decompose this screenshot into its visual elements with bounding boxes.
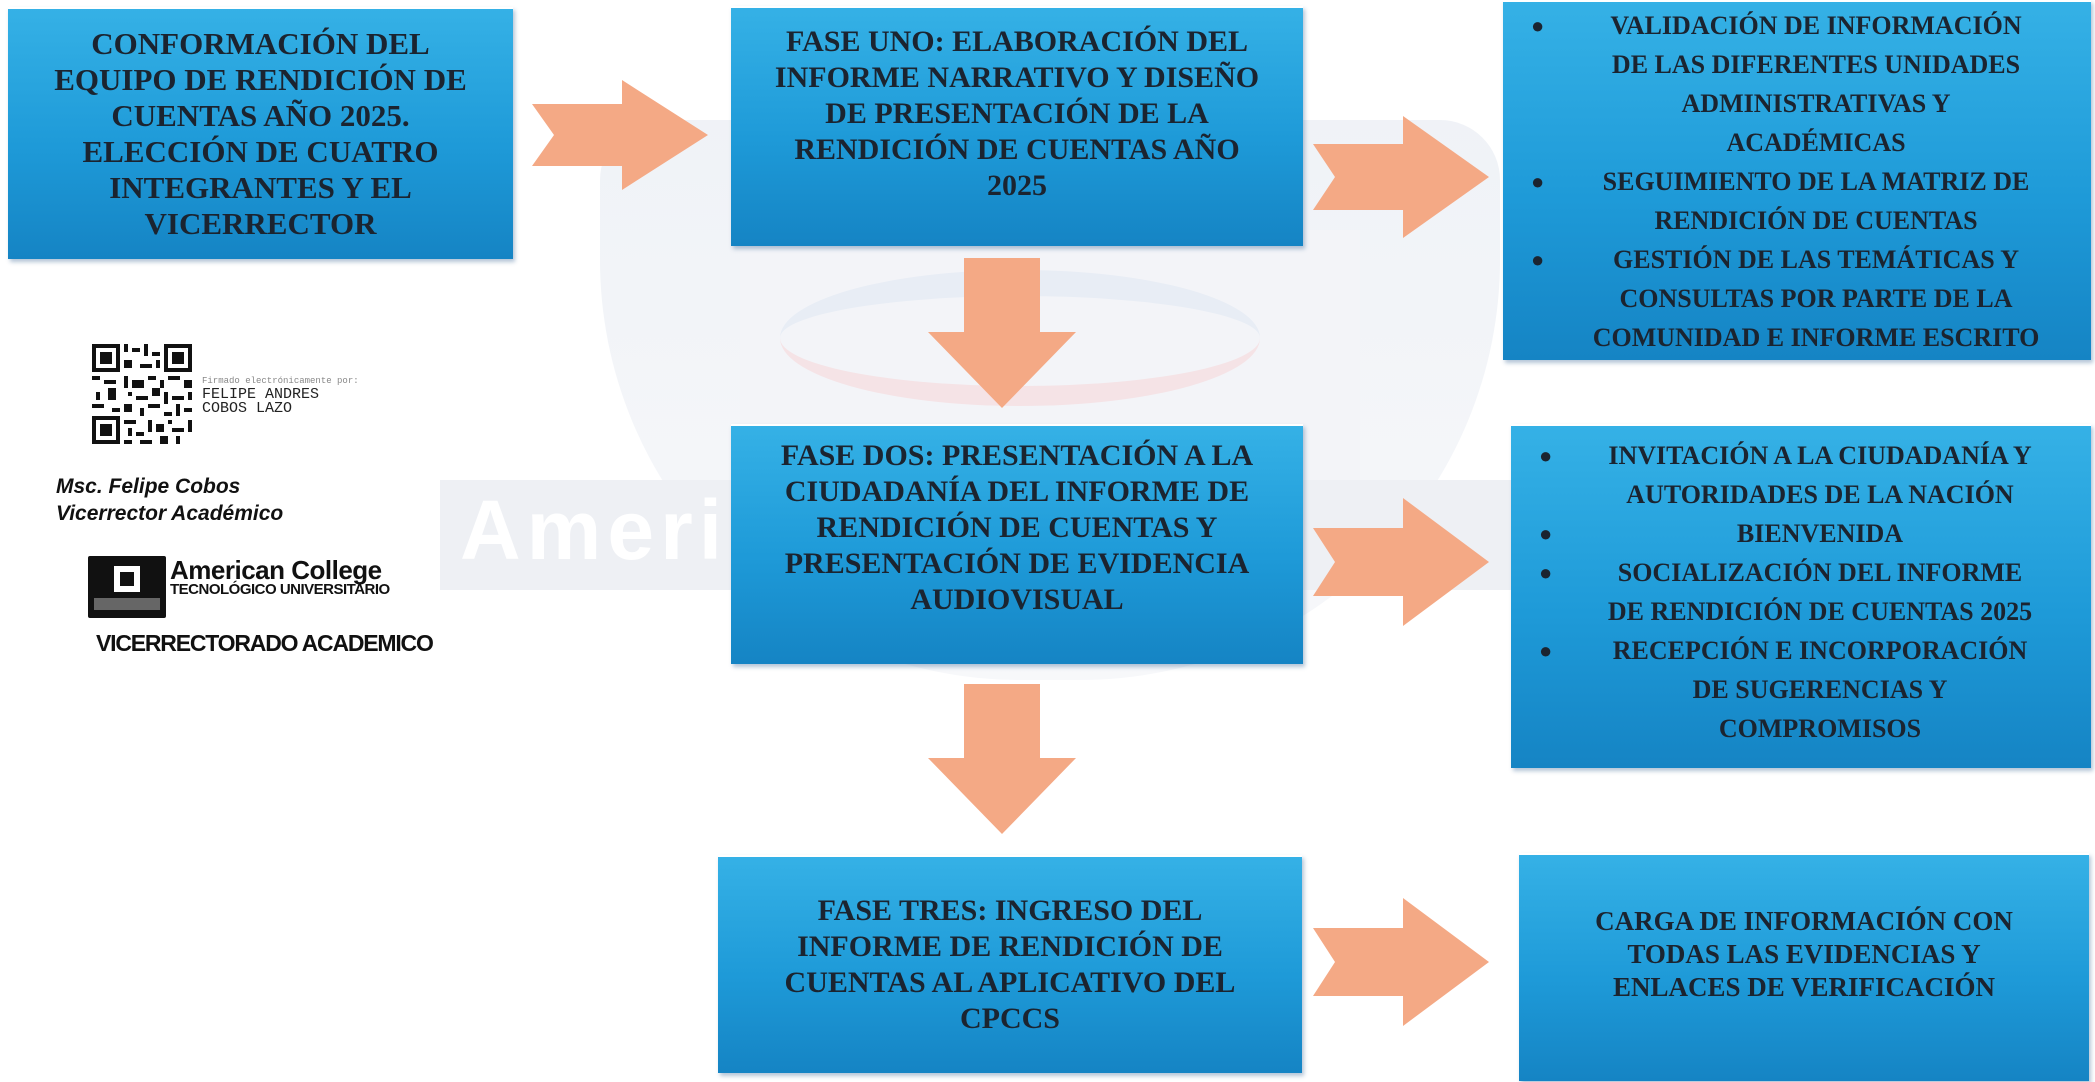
arrow-phase1-to-phase2 <box>928 258 1076 408</box>
phase-one-details-list: ● VALIDACIÓN DE INFORMACIÓN DE LAS DIFEREN… <box>1503 6 2091 357</box>
phase-two-line: AUDIOVISUAL <box>910 583 1124 616</box>
signature-name-line1: FELIPE ANDRES <box>202 386 320 403</box>
phase-two-details-item: ● BIENVENIDA <box>1511 514 2091 553</box>
phase-one-details-item: ● GESTIÓN DE LAS TEMÁTICAS Y CONSULTAS POR… <box>1503 240 2091 357</box>
phase-one-details-item-line: GESTIÓN DE LAS TEMÁTICAS Y <box>1613 244 2019 274</box>
phase-one-details-item-line: ACADÉMICAS <box>1726 127 1906 157</box>
phase-one-details-item: ● VALIDACIÓN DE INFORMACIÓN DE LAS DIFEREN… <box>1503 6 2091 162</box>
phase-two-details-item: ● INVITACIÓN A LA CIUDADANÍA Y AUTORIDADES… <box>1511 436 2091 514</box>
qr-code-icon <box>92 344 192 444</box>
phase-three-line: CUENTAS AL APLICATIVO DEL <box>784 966 1236 999</box>
start-box-line: VICERRECTOR <box>144 206 377 241</box>
phase-one-line: FASE UNO: ELABORACIÓN DEL <box>786 25 1248 58</box>
phase-one-line: INFORME NARRATIVO Y DISEÑO <box>774 61 1260 94</box>
bullet-icon: ● <box>1531 168 1545 194</box>
phase-two-details-list: ● INVITACIÓN A LA CIUDADANÍA Y AUTORIDADES… <box>1511 436 2091 748</box>
phase-two-details-item-line: COMPROMISOS <box>1718 714 1922 743</box>
signer-block: Msc. Felipe Cobos Vicerrector Académico <box>56 473 283 527</box>
phase-two-details-item-line: DE SUGERENCIAS Y <box>1692 675 1948 704</box>
arrow-phase2-to-phase3 <box>928 684 1076 834</box>
arrow-phase1-to-details <box>1313 116 1489 238</box>
signature-name-line2: COBOS LAZO <box>202 400 293 417</box>
college-name: American College <box>170 555 382 585</box>
phase-two-details-item: ● RECEPCIÓN E INCORPORACIÓN DE SUGERENCIAS… <box>1511 631 2091 748</box>
bullet-icon: ● <box>1539 638 1553 663</box>
start-box-line: CUENTAS AÑO 2025. <box>111 98 410 133</box>
phase-two-line: FASE DOS: PRESENTACIÓN A LA <box>780 439 1254 472</box>
phase-one-line: DE PRESENTACIÓN DE LA <box>825 97 1209 130</box>
signer-name: Msc. Felipe Cobos <box>56 475 241 498</box>
phase-one-details-box: ● VALIDACIÓN DE INFORMACIÓN DE LAS DIFEREN… <box>1503 0 2091 360</box>
phase-one-details-item-line: VALIDACIÓN DE INFORMACIÓN <box>1610 10 2022 40</box>
bullet-icon: ● <box>1539 443 1553 468</box>
arrow-phase3-to-details <box>1313 898 1489 1026</box>
signature-stamp: Firmado electrónicamente por: FELIPE AND… <box>202 374 359 416</box>
phase-one-details-item-line: ADMINISTRATIVAS Y <box>1681 88 1951 118</box>
phase-three-details-line: TODAS LAS EVIDENCIAS Y <box>1627 939 1981 969</box>
signature-small-label: Firmado electrónicamente por: <box>202 376 359 386</box>
college-subtitle: TECNOLÓGICO UNIVERSITARIO <box>170 581 390 598</box>
phase-one-line: 2025 <box>987 169 1047 202</box>
phase-two-details-item-line: AUTORIDADES DE LA NACIÓN <box>1626 480 2014 509</box>
phase-one-details-item: ● SEGUIMIENTO DE LA MATRIZ DE RENDICIÓN DE… <box>1503 162 2091 240</box>
bullet-icon: ● <box>1539 560 1553 585</box>
signer-role: Vicerrector Académico <box>56 502 284 525</box>
phase-three-details-line: ENLACES DE VERIFICACIÓN <box>1612 972 1996 1002</box>
phase-three-line: CPCCS <box>959 1002 1060 1035</box>
bullet-icon: ● <box>1531 12 1545 38</box>
phase-one-details-item-line: SEGUIMIENTO DE LA MATRIZ DE <box>1602 166 2030 196</box>
phase-two-details-item-line: DE RENDICIÓN DE CUENTAS 2025 <box>1607 597 2033 626</box>
phase-two-details-item-line: INVITACIÓN A LA CIUDADANÍA Y <box>1608 441 2032 470</box>
phase-one-details-item-line: CONSULTAS POR PARTE DE LA <box>1619 283 2013 313</box>
phase-two-details-item: ● SOCIALIZACIÓN DEL INFORME DE RENDICIÓN D… <box>1511 553 2091 631</box>
start-box-line: CONFORMACIÓN DEL <box>91 26 430 61</box>
bullet-icon: ● <box>1531 246 1545 272</box>
phase-two-line: CIUDADANÍA DEL INFORME DE <box>784 475 1250 508</box>
phase-two-details-item-line: SOCIALIZACIÓN DEL INFORME <box>1617 558 2023 587</box>
phase-one-details-item-line: COMUNIDAD E INFORME ESCRITO <box>1592 322 2040 352</box>
phase-two-line: PRESENTACIÓN DE EVIDENCIA <box>784 547 1250 580</box>
phase-one-details-item-line: DE LAS DIFERENTES UNIDADES <box>1611 49 2021 79</box>
phase-three-details-line: CARGA DE INFORMACIÓN CON <box>1595 906 2013 936</box>
phase-one-details-item-line: RENDICIÓN DE CUENTAS <box>1654 205 1978 235</box>
phase-three-line: INFORME DE RENDICIÓN DE <box>797 930 1223 963</box>
arrow-start-to-phase1 <box>532 80 708 190</box>
start-box-line: INTEGRANTES Y EL <box>109 170 412 205</box>
phase-two-details-item-line: BIENVENIDA <box>1736 519 1904 548</box>
bullet-icon: ● <box>1539 521 1553 546</box>
department-name: VICERRECTORADO ACADEMICO <box>96 630 434 656</box>
phase-two-line: RENDICIÓN DE CUENTAS Y <box>816 511 1218 544</box>
start-box-line: EQUIPO DE RENDICIÓN DE <box>54 62 467 97</box>
arrow-phase2-to-details <box>1313 498 1489 626</box>
start-box-line: ELECCIÓN DE CUATRO <box>82 134 439 169</box>
phase-two-details-item-line: RECEPCIÓN E INCORPORACIÓN <box>1612 636 2028 665</box>
phase-one-line: RENDICIÓN DE CUENTAS AÑO <box>794 133 1240 166</box>
phase-two-details-box: ● INVITACIÓN A LA CIUDADANÍA Y AUTORIDADES… <box>1511 424 2091 768</box>
college-logo-icon <box>88 556 166 618</box>
phase-three-line: FASE TRES: INGRESO DEL <box>817 894 1203 927</box>
